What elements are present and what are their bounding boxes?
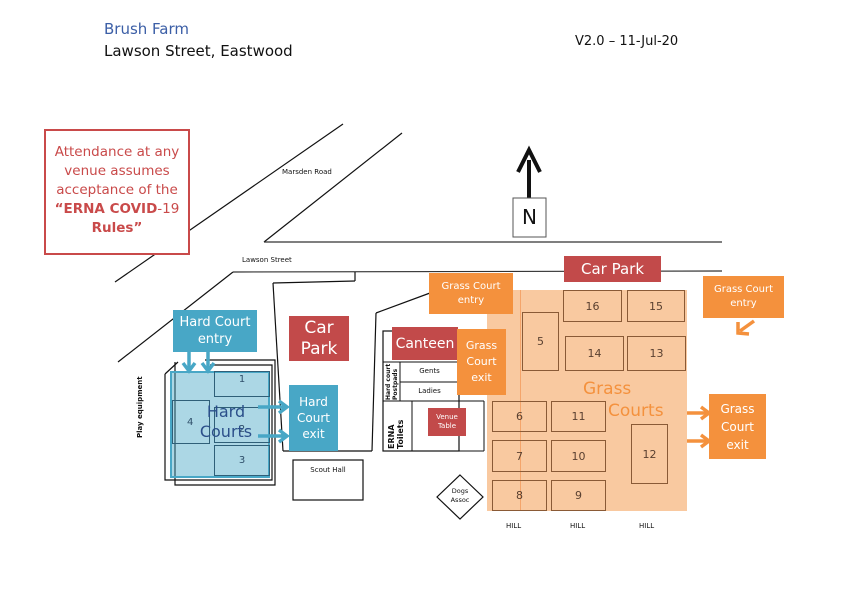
label-line: Assoc	[450, 496, 470, 504]
north-label: N	[522, 205, 537, 229]
label-line: Courts	[199, 422, 253, 441]
label-line: Grass	[720, 401, 755, 416]
grass-court-exit-east[interactable]: Grass Court exit	[709, 394, 766, 459]
label-line: Dogs	[451, 487, 469, 495]
label-line: Venue	[436, 413, 458, 421]
label-line: Courts	[608, 401, 664, 421]
gents-toilet: Gents	[419, 367, 440, 375]
venue-address: Lawson Street, Eastwood	[104, 42, 293, 60]
hard-court-2[interactable]: 2	[214, 407, 270, 443]
label-line: Court	[297, 411, 330, 425]
label-line: Table	[437, 422, 457, 430]
label-line: Hard	[299, 395, 328, 409]
grass-court-entry-west[interactable]: Grass Court entry	[429, 273, 513, 314]
venue-title: Brush Farm	[104, 20, 190, 38]
grass-court-11[interactable]: 11	[551, 401, 606, 432]
play-equipment-label: Play equipment	[136, 376, 144, 438]
grass-court-5[interactable]: 5	[522, 312, 559, 371]
lawson-street-label: Lawson Street	[242, 256, 292, 264]
hard-court-postpads: Hard court Postpads	[385, 363, 399, 400]
covid-rules-notice: Attendance at any venue assumes acceptan…	[44, 129, 190, 255]
label-line: Hard	[206, 402, 246, 421]
grass-area-edge	[520, 290, 521, 511]
label-line: Grass Court	[713, 284, 774, 295]
hard-courts-label: Hard Courts	[186, 402, 266, 442]
label-line: Car	[304, 317, 334, 338]
grass-court-7[interactable]: 7	[492, 440, 547, 472]
notice-line: venue assumes	[64, 163, 170, 179]
hard-courts-area	[170, 371, 270, 478]
label-line: Grass	[465, 339, 498, 352]
notice-line: acceptance of the	[56, 182, 178, 198]
notice-line: Attendance at any	[54, 144, 180, 160]
grass-courts-label: Grass Courts	[575, 378, 664, 422]
grass-court-12[interactable]: 12	[631, 424, 668, 484]
marsden-road-edge-west	[114, 123, 344, 283]
grass-court-16[interactable]: 16	[563, 290, 622, 322]
dogs-assoc-label: Dogs Assoc	[440, 487, 480, 505]
label-line: exit	[471, 371, 492, 384]
notice-bold: “ERNA COVID	[54, 201, 158, 217]
grass-court-entry-east[interactable]: Grass Court entry	[703, 276, 784, 318]
label-line: Grass	[583, 379, 632, 399]
notice-rest: -19	[157, 201, 180, 217]
label-line: Court	[466, 355, 497, 368]
grass-court-8[interactable]: 8	[492, 480, 547, 511]
canteen: Canteen	[392, 327, 458, 360]
grass-court-6[interactable]: 6	[492, 401, 547, 432]
grass-court-9[interactable]: 9	[551, 480, 606, 511]
grass-court-10[interactable]: 10	[551, 440, 606, 472]
marsden-road-label: Marsden Road	[282, 168, 332, 176]
hard-court-exit[interactable]: Hard Court exit	[289, 385, 338, 451]
label-line: Court	[721, 419, 754, 434]
erna-toilets: ERNA Toilets	[387, 419, 405, 449]
ladies-toilet: Ladies	[418, 387, 441, 395]
car-park-west: Car Park	[289, 316, 349, 361]
hill-label: HILL	[506, 522, 522, 530]
scout-hall-label: Scout Hall	[310, 466, 346, 474]
label-line: exit	[302, 427, 325, 441]
hard-court-3[interactable]: 3	[214, 445, 270, 476]
dogs-assoc-building	[436, 474, 484, 520]
hard-court-4[interactable]: 4	[172, 400, 210, 444]
hard-court-fence	[174, 359, 276, 486]
label-line: entry	[197, 332, 233, 347]
car-park-north: Car Park	[564, 256, 661, 282]
hard-court-entry[interactable]: Hard Court entry	[173, 310, 257, 352]
marsden-road-edge-east	[263, 132, 403, 243]
version-date: V2.0 – 11-Jul-20	[575, 34, 679, 49]
label-line: exit	[726, 437, 749, 452]
label-line: entry	[457, 294, 485, 306]
hill-label: HILL	[570, 522, 586, 530]
notice-bold: Rules”	[91, 220, 143, 236]
label-line: Park	[300, 338, 338, 359]
hard-court-1[interactable]: 1	[214, 371, 270, 397]
hill-label: HILL	[639, 522, 655, 530]
label-line: Hard Court	[179, 315, 251, 330]
grass-court-exit-west[interactable]: Grass Court exit	[457, 329, 506, 395]
label-line: entry	[730, 298, 757, 309]
notice-line: Rules”	[46, 219, 188, 238]
scout-hall-building	[292, 459, 364, 501]
grass-court-13[interactable]: 13	[627, 336, 686, 371]
venue-table: Venue Table	[428, 408, 466, 436]
north-arrow-icon	[516, 145, 542, 173]
label-line: Grass Court	[441, 280, 501, 292]
notice-line: “ERNA COVID-19	[46, 200, 188, 219]
car-park-boundary	[272, 282, 284, 452]
grass-court-15[interactable]: 15	[627, 290, 685, 322]
grass-court-14[interactable]: 14	[565, 336, 624, 371]
